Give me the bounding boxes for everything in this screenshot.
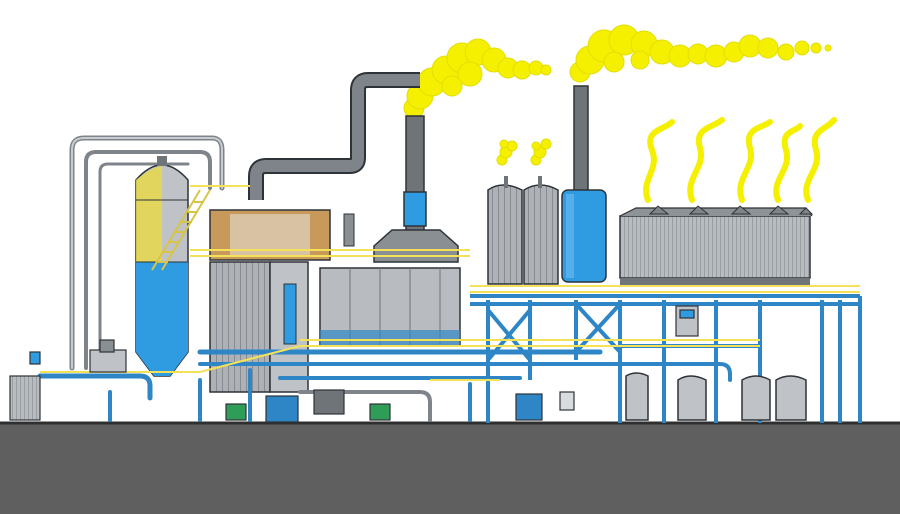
smoke-twin-tanks	[496, 138, 552, 166]
ground-machinery	[225, 305, 699, 423]
left-equipment	[9, 339, 127, 421]
smoke-main-stack	[403, 38, 552, 119]
smoke-tall-stack	[569, 24, 832, 83]
main-stack	[373, 115, 459, 263]
twin-tanks	[487, 176, 559, 285]
silo-staircase	[151, 189, 211, 271]
smoke-shed-vents	[643, 117, 837, 203]
silo	[135, 156, 189, 377]
smoke-plumes	[403, 24, 837, 203]
long-shed	[619, 205, 814, 286]
main-duct	[248, 72, 420, 200]
central-building	[209, 209, 461, 393]
tall-stack	[561, 85, 607, 283]
overhead-pipes-left	[69, 135, 225, 371]
ground-slab	[0, 423, 900, 514]
storage-tanks	[625, 372, 807, 421]
walkways	[40, 185, 860, 381]
